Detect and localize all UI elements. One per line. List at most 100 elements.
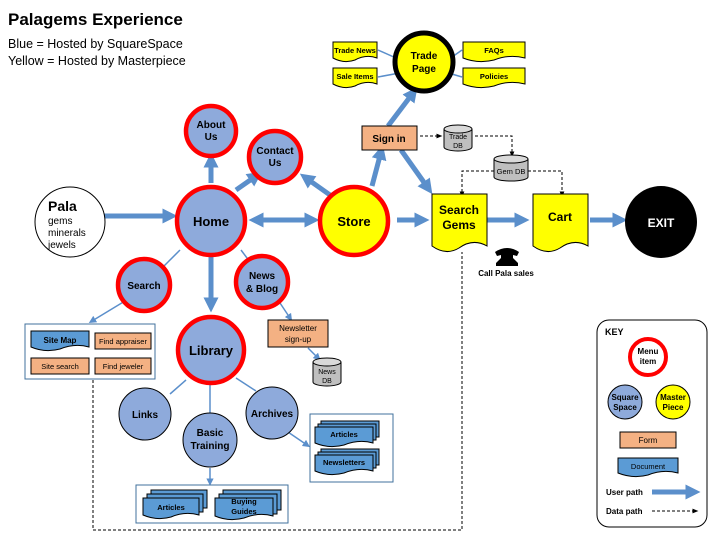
- svg-text:Document: Document: [631, 462, 666, 471]
- svg-text:Gem DB: Gem DB: [497, 167, 526, 176]
- svg-text:Library: Library: [189, 343, 234, 358]
- svg-text:Sign in: Sign in: [372, 134, 405, 145]
- library-to-links: [169, 379, 187, 395]
- store-to-contact: [299, 173, 332, 198]
- doc-buying-guides[interactable]: Buying Guides: [214, 489, 282, 521]
- signin-to-trade: [386, 87, 418, 128]
- svg-text:Training: Training: [191, 441, 230, 452]
- svg-text:Newsletter: Newsletter: [279, 324, 317, 333]
- doc-trade-news[interactable]: Trade News: [332, 41, 378, 63]
- svg-text:DB: DB: [322, 378, 332, 385]
- doc-training-articles[interactable]: Articles: [142, 489, 208, 520]
- svg-text:sign-up: sign-up: [285, 335, 312, 344]
- doc-policies[interactable]: Policies: [462, 67, 526, 89]
- svg-text:& Blog: & Blog: [246, 284, 278, 295]
- doc-site-map[interactable]: Site Map: [30, 330, 90, 352]
- form-newsletter-signup[interactable]: Newsletter sign-up: [267, 319, 329, 348]
- svg-text:Guides: Guides: [231, 507, 256, 516]
- doc-archive-articles[interactable]: Articles: [314, 420, 380, 448]
- svg-text:Find appraiser: Find appraiser: [99, 337, 147, 346]
- svg-text:Cart: Cart: [548, 210, 572, 224]
- node-search-gems[interactable]: Search Gems: [431, 193, 488, 252]
- home-to-contact: [234, 171, 263, 193]
- doc-newsletters[interactable]: Newsletters: [314, 448, 380, 476]
- doc-sale-items[interactable]: Sale Items: [332, 67, 378, 89]
- key-document: Document: [617, 457, 679, 478]
- svg-text:Space: Space: [613, 403, 637, 412]
- svg-text:Trade News: Trade News: [334, 46, 376, 55]
- svg-text:Site Map: Site Map: [44, 336, 77, 345]
- db-gem: Gem DB: [493, 154, 529, 182]
- node-store[interactable]: Store: [317, 184, 391, 258]
- node-sign-in[interactable]: Sign in: [361, 125, 418, 151]
- svg-text:Articles: Articles: [157, 503, 185, 512]
- key-squarespace: Square Space: [607, 384, 643, 420]
- svg-text:Form: Form: [639, 436, 658, 445]
- node-exit[interactable]: EXIT: [625, 186, 697, 258]
- svg-text:Trade: Trade: [411, 51, 438, 62]
- svg-text:Us: Us: [205, 132, 218, 143]
- node-basic-training[interactable]: Basic Training: [182, 412, 238, 468]
- svg-text:Search: Search: [439, 203, 479, 217]
- training-panel: Articles Buying Guides: [135, 484, 289, 524]
- node-cart[interactable]: Cart: [532, 193, 589, 252]
- svg-text:Square: Square: [611, 393, 639, 402]
- node-home[interactable]: Home: [174, 184, 248, 258]
- svg-text:Pala: Pala: [48, 198, 77, 214]
- svg-text:Piece: Piece: [663, 403, 684, 412]
- form-find-appraiser[interactable]: Find appraiser: [94, 332, 152, 350]
- db-trade: Trade DB: [443, 124, 473, 152]
- svg-text:Gems: Gems: [442, 218, 476, 232]
- svg-text:Newsletters: Newsletters: [323, 458, 365, 467]
- svg-text:DB: DB: [453, 143, 463, 150]
- svg-text:EXIT: EXIT: [648, 216, 675, 230]
- node-links[interactable]: Links: [118, 387, 172, 441]
- data-path-search-panel: [92, 252, 463, 531]
- archives-panel: Articles Newsletters: [309, 413, 394, 483]
- data-path-gemdb-cart: [528, 170, 565, 198]
- doc-faqs[interactable]: FAQs: [462, 41, 526, 63]
- newsletter-to-newsdb: [307, 347, 321, 361]
- data-paths: [92, 133, 565, 531]
- node-library[interactable]: Library: [175, 314, 247, 386]
- svg-text:Sale Items: Sale Items: [336, 72, 373, 81]
- library-to-archives: [235, 377, 257, 392]
- svg-text:Archives: Archives: [251, 409, 294, 420]
- phone-icon[interactable]: [495, 248, 519, 266]
- svg-text:Home: Home: [193, 214, 229, 229]
- svg-text:FAQs: FAQs: [484, 46, 504, 55]
- svg-text:Site search: Site search: [41, 362, 79, 371]
- search-panel: Site Map Find appraiser Site search Find…: [24, 323, 156, 380]
- svg-text:Store: Store: [337, 214, 370, 229]
- form-site-search[interactable]: Site search: [30, 357, 90, 375]
- svg-text:minerals: minerals: [48, 228, 86, 239]
- node-news-blog[interactable]: News & Blog: [233, 253, 291, 311]
- svg-text:Contact: Contact: [256, 146, 294, 157]
- svg-text:Links: Links: [132, 410, 159, 421]
- svg-text:Trade: Trade: [449, 134, 467, 141]
- svg-text:Policies: Policies: [480, 72, 508, 81]
- svg-text:News: News: [318, 369, 336, 376]
- svg-text:gems: gems: [48, 216, 72, 227]
- data-path-tradedb-gemdb: [475, 135, 515, 158]
- node-pala[interactable]: Pala gems minerals jewels: [34, 186, 106, 258]
- svg-text:Buying: Buying: [231, 497, 257, 506]
- node-trade-page[interactable]: Trade Page: [392, 30, 456, 94]
- svg-text:Articles: Articles: [330, 430, 358, 439]
- node-about-us[interactable]: About Us: [183, 103, 239, 159]
- search-to-panel: [88, 300, 126, 323]
- node-search[interactable]: Search: [115, 256, 173, 314]
- key-menu-item: Menu item: [628, 337, 668, 377]
- node-contact-us[interactable]: Contact Us: [246, 128, 304, 186]
- node-archives[interactable]: Archives: [245, 386, 299, 440]
- key-user-path-label: User path: [606, 488, 643, 497]
- key-title: KEY: [605, 327, 624, 337]
- form-find-jeweler[interactable]: Find jeweler: [94, 357, 152, 375]
- page-title: Palagems Experience: [8, 10, 183, 29]
- svg-text:Us: Us: [269, 158, 282, 169]
- legend-blue-text: Blue = Hosted by SquareSpace: [8, 37, 183, 51]
- svg-text:Basic: Basic: [197, 428, 224, 439]
- svg-text:jewels: jewels: [47, 240, 76, 251]
- store-to-signin: [369, 144, 387, 187]
